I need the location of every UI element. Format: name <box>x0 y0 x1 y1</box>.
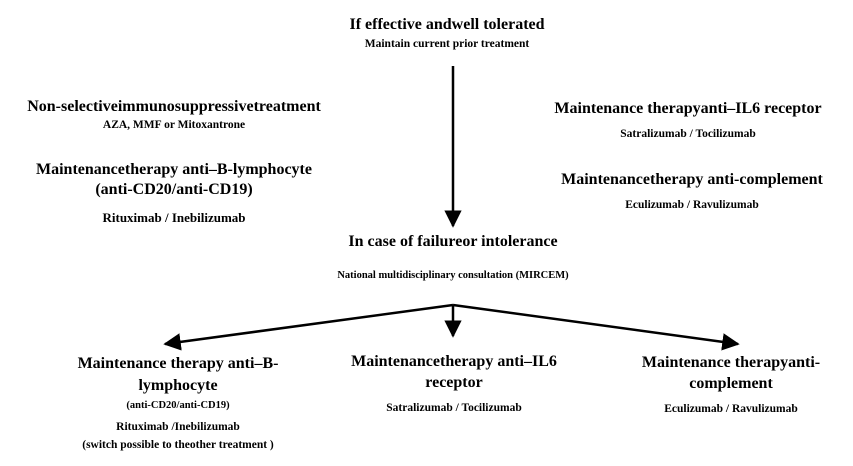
bottom-right-title-line2: complement <box>689 375 773 392</box>
complement-title: Maintenancetherapy anti-complement <box>561 171 823 188</box>
antiB-title-line2: (anti-CD20/anti-CD19) <box>95 181 253 198</box>
bottom-left-drugs: Rituximab /Inebilizumab <box>116 421 240 433</box>
bottom-left-title: Maintenance therapy anti–B- <box>77 355 279 372</box>
bottom-center-title: Maintenancetherapy anti–IL6 <box>351 353 557 370</box>
bottom-center-drugs: Satralizumab / Tocilizumab <box>386 402 522 414</box>
bottom-left-title-line2: lymphocyte <box>138 377 218 394</box>
bottom-right-drugs: Eculizumab / Ravulizumab <box>664 403 798 415</box>
arrow-to-left-branch <box>163 303 454 351</box>
bottom-left-sub: (anti-CD20/anti-CD19) <box>126 400 230 411</box>
antiB-drugs: Rituximab / Inebilizumab <box>102 210 246 225</box>
arrow-to-right-branch <box>452 303 740 351</box>
complement-drugs: Eculizumab / Ravulizumab <box>625 199 759 211</box>
bottom-right-title: Maintenance therapyanti- <box>641 354 821 371</box>
nonselective-title: Non-selectiveimmunosuppressivetreatment <box>27 98 321 115</box>
bottom-center-title-line2: receptor <box>425 374 483 391</box>
consultation-text: National multidisciplinary consultation … <box>337 270 569 281</box>
antiB-title: Maintenancetherapy anti–B-lymphocyte <box>36 161 312 178</box>
top-subtitle: Maintain current prior treatment <box>364 38 530 50</box>
il6-drugs: Satralizumab / Tocilizumab <box>620 128 756 140</box>
il6-title: Maintenance therapyanti–IL6 receptor <box>554 100 822 117</box>
bottom-left-note: (switch possible to theother treatment ) <box>82 439 274 451</box>
failure-title: In case of failureor intolerance <box>348 233 558 250</box>
top-title: If effective andwell tolerated <box>349 16 545 33</box>
nonselective-drugs: AZA, MMF or Mitoxantrone <box>102 119 246 131</box>
